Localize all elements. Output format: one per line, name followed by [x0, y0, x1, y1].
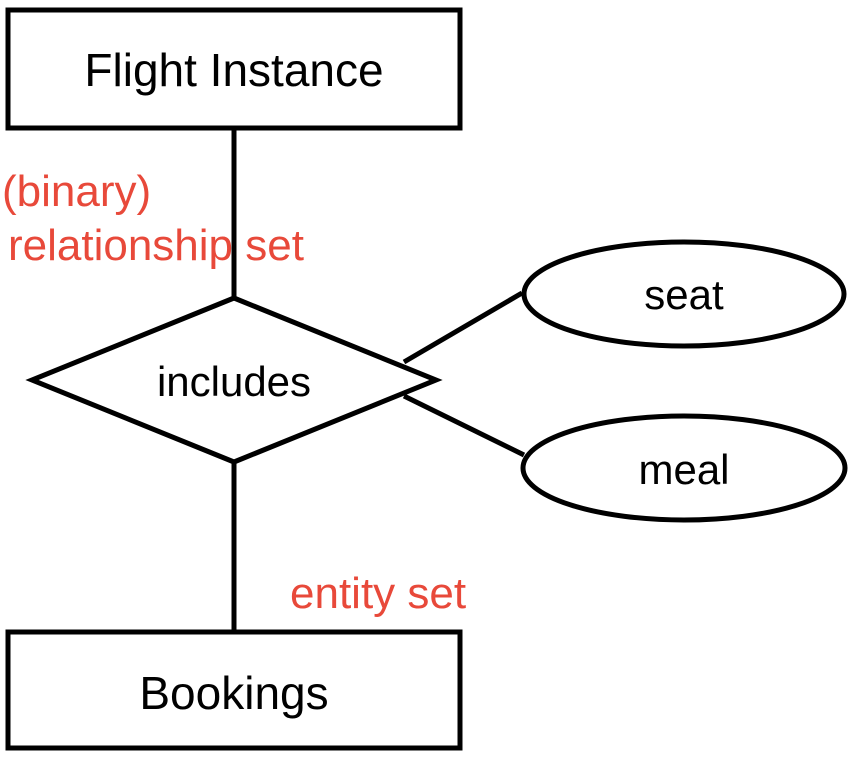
- relationship-to-seat-line: [402, 290, 524, 365]
- binary-annotation: (binary): [2, 167, 151, 216]
- includes-label: includes: [157, 358, 311, 405]
- seat-label: seat: [644, 271, 724, 318]
- entity-set-annotation: entity set: [290, 569, 466, 618]
- bookings-entity: [5, 629, 463, 751]
- seat-attribute: [521, 239, 847, 349]
- bookings-label: Bookings: [139, 667, 328, 719]
- flight-instance-entity: [5, 7, 463, 131]
- includes-relationship: [25, 295, 443, 465]
- meal-attribute: [520, 413, 848, 523]
- flight-instance-label: Flight Instance: [84, 44, 383, 96]
- meal-label: meal: [638, 446, 729, 493]
- relationship-set-annotation: relationship set: [8, 221, 304, 270]
- relationship-to-meal-line: [402, 393, 526, 458]
